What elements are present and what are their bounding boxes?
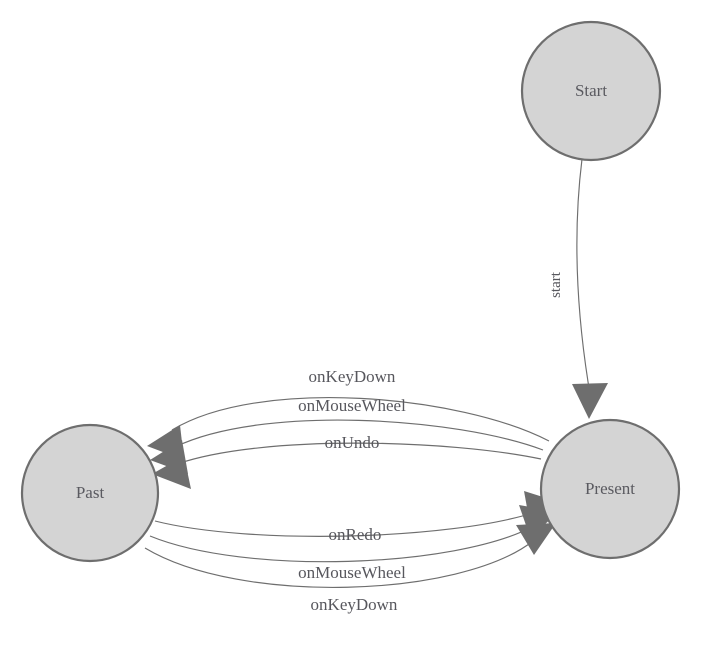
edge-path-present-to-past-onkeydown xyxy=(171,397,550,442)
edge-label-past-to-present-onmousewheel: onMouseWheel xyxy=(298,563,406,582)
edge-path-present-to-past-onundo xyxy=(176,442,542,465)
edge-label-start: start xyxy=(548,271,564,298)
edge-path-past-to-present-onmousewheel xyxy=(149,525,535,563)
edge-label-present-to-past-onundo: onUndo xyxy=(325,433,380,452)
edge-past-to-present-onmousewheel[interactable]: onMouseWheel xyxy=(149,505,559,582)
arrowhead-past-to-present-onkeydown xyxy=(516,523,556,555)
node-past[interactable]: Past xyxy=(20,423,160,563)
arrowhead-start-to-present xyxy=(572,383,608,419)
edge-present-to-past-onmousewheel[interactable]: onMouseWheel xyxy=(150,396,544,474)
edge-path-start-to-present xyxy=(576,158,590,389)
edge-past-to-present-onredo[interactable]: onRedo xyxy=(154,491,562,544)
node-start[interactable]: Start xyxy=(520,20,662,162)
node-present-circle[interactable] xyxy=(539,418,681,560)
edge-label-past-to-present-onredo: onRedo xyxy=(329,525,382,544)
edge-path-past-to-present-onkeydown xyxy=(144,540,534,588)
edge-present-to-past-onundo[interactable]: onUndo xyxy=(152,433,542,489)
node-present[interactable]: Present xyxy=(539,418,681,560)
edge-path-past-to-present-onredo xyxy=(154,511,537,537)
edge-past-to-present-onkeydown[interactable]: onKeyDown xyxy=(144,523,556,614)
node-past-circle[interactable] xyxy=(20,423,160,563)
edge-label-present-to-past-onkeydown: onKeyDown xyxy=(309,367,396,386)
node-start-circle[interactable] xyxy=(520,20,662,162)
edge-label-present-to-past-onmousewheel: onMouseWheel xyxy=(298,396,406,415)
edge-label-past-to-present-onkeydown: onKeyDown xyxy=(311,595,398,614)
arrowhead-present-to-past-onundo xyxy=(152,456,191,489)
edge-present-to-past-onkeydown[interactable]: onKeyDown xyxy=(147,367,550,460)
edge-path-present-to-past-onmousewheel xyxy=(174,419,544,451)
edge-start-to-present[interactable]: start xyxy=(548,158,608,419)
